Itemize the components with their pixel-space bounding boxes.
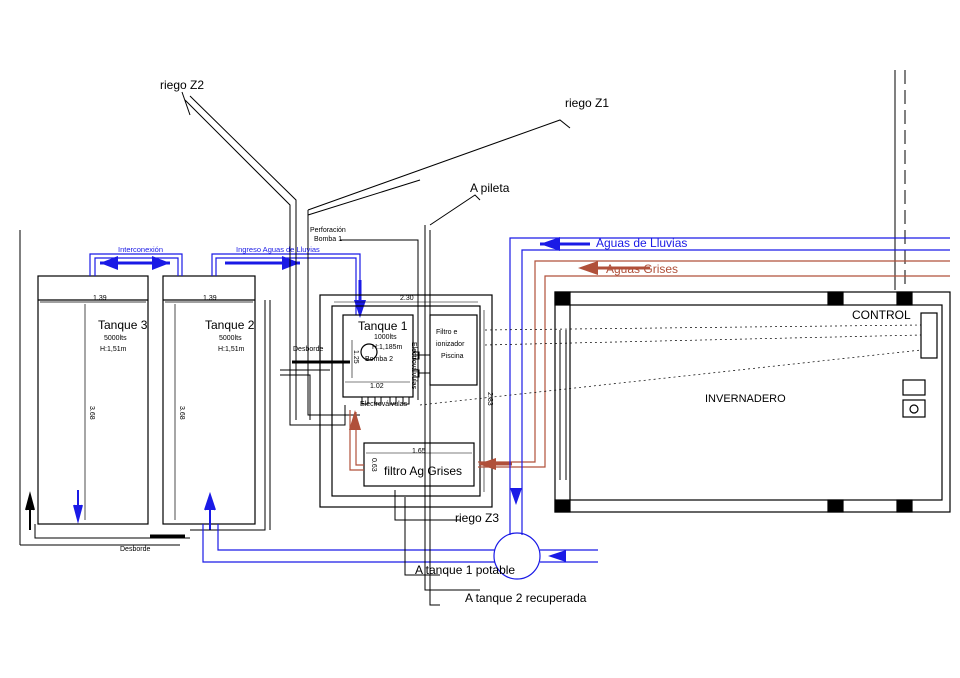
ingreso-lluvias-label: Ingreso Aguas de Lluvias [236,245,320,254]
left-wall-arrow [25,491,35,530]
tank2-height-dim: 3.68 [178,406,185,420]
desborde-top-label: Desborde [293,346,323,353]
pool-filter-line1: Filtro e [436,329,458,336]
tank1-enclosure [319,294,493,508]
grey-filter-name: filtro Ag Grises [384,464,462,478]
tank3-fill-arrow [73,490,83,524]
tank2-width: 1.39 [203,295,217,302]
tank2-capacity: 5000lts [219,335,242,342]
tank1-height: H:1,185m [372,344,403,351]
riego-z1-label: riego Z1 [565,96,609,110]
tank1-height-dim: 1.25 [352,350,359,364]
tank3-height: H:1,51m [100,346,127,353]
rain-water-pipes [509,237,950,535]
cistern-circle [493,532,541,580]
grey-filter-width: 1.65 [412,448,426,455]
riego-z2-label: riego Z2 [160,78,204,92]
blue-supply-pipes [202,524,598,563]
pool-filter-line2: ionizador [436,341,465,348]
grey-water-pipes [349,260,950,471]
greenhouse [554,291,951,513]
property-boundary [894,70,906,290]
bottom-pipes [34,300,271,539]
enclosure-height: 2.83 [486,392,493,406]
greenhouse-left-post [559,330,567,480]
interconexion-label: Interconexión [118,245,163,254]
pool-filter-line3: Piscina [441,353,464,360]
control-lines [419,324,922,406]
a-pileta-label: A pileta [470,181,510,195]
perforacion-label: Perforación [310,227,346,234]
inflow-arrow [548,550,566,562]
tank1-name: Tanque 1 [358,319,408,333]
left-wall [19,230,180,546]
electrovalvulas-bottom: Electroválvulas [360,401,408,408]
rain-inlet-arrow [282,256,366,318]
tank1-width: 1.02 [370,383,384,390]
electrovalvulas-side: Electroválvulas [410,342,417,390]
aguas-grises-label: Aguas Grises [606,262,678,276]
aguas-lluvias-label: Aguas de Lluvias [596,236,687,250]
desborde-bottom-label: Desborde [120,546,150,553]
grey-filter-height: 0.63 [370,458,377,472]
riego-z3-label: riego Z3 [455,511,499,525]
tank3-capacity: 5000lts [104,335,127,342]
tank-2 [162,275,256,525]
tank-3 [37,275,149,525]
tank2-height: H:1,51m [218,346,245,353]
invernadero-label: INVERNADERO [705,393,786,405]
irrigation-lines [181,91,571,606]
tank2-name: Tanque 2 [205,318,255,332]
tank-dimensions [40,301,253,520]
tank2-supply-arrow [204,491,216,530]
a-tanque2-label: A tanque 2 recuperada [465,591,587,605]
tank3-width: 1.39 [93,295,107,302]
control-label: CONTROL [852,308,911,322]
tank3-height-dim: 3.68 [88,406,95,420]
pool-filter [429,314,478,386]
tank1-pump: Bomba 2 [365,356,393,363]
enclosure-width: 2.30 [400,295,414,302]
interconnection-pipe [89,253,183,276]
tank3-name: Tanque 3 [98,318,148,332]
tank1-capacity: 1000lts [374,334,397,341]
a-tanque1-label: A tanque 1 potable [415,563,515,577]
interconnection-arrow [100,256,170,270]
bomba1-label: Bomba 1 [314,236,342,243]
